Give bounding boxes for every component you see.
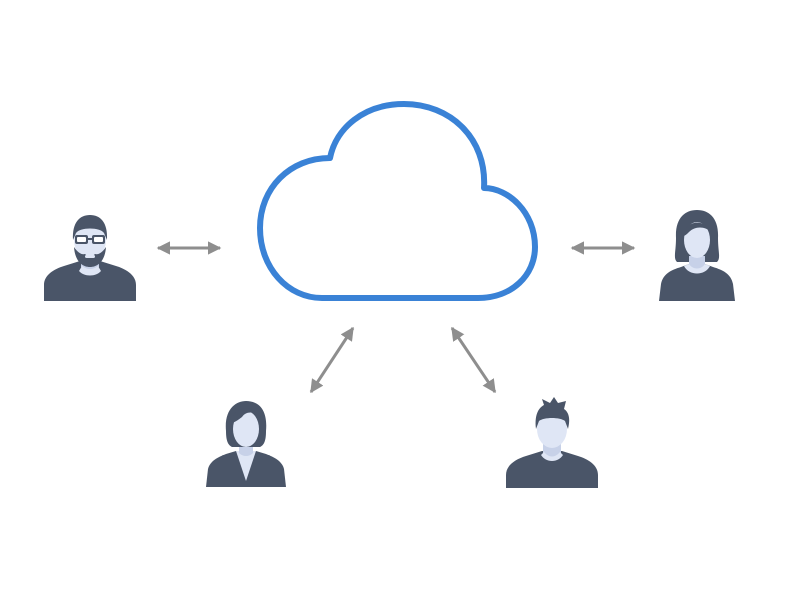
man-spiky-hair-icon — [506, 397, 598, 488]
woman-icon — [659, 210, 735, 301]
cloud-icon — [257, 101, 538, 301]
arrow-cloud-user-bottom-left — [309, 326, 355, 394]
bearded-man-glasses-icon — [44, 215, 136, 301]
woman-bob-hair-icon — [206, 401, 286, 487]
arrow-cloud-user-bottom-right — [450, 326, 497, 394]
connection-arrows — [156, 241, 636, 394]
